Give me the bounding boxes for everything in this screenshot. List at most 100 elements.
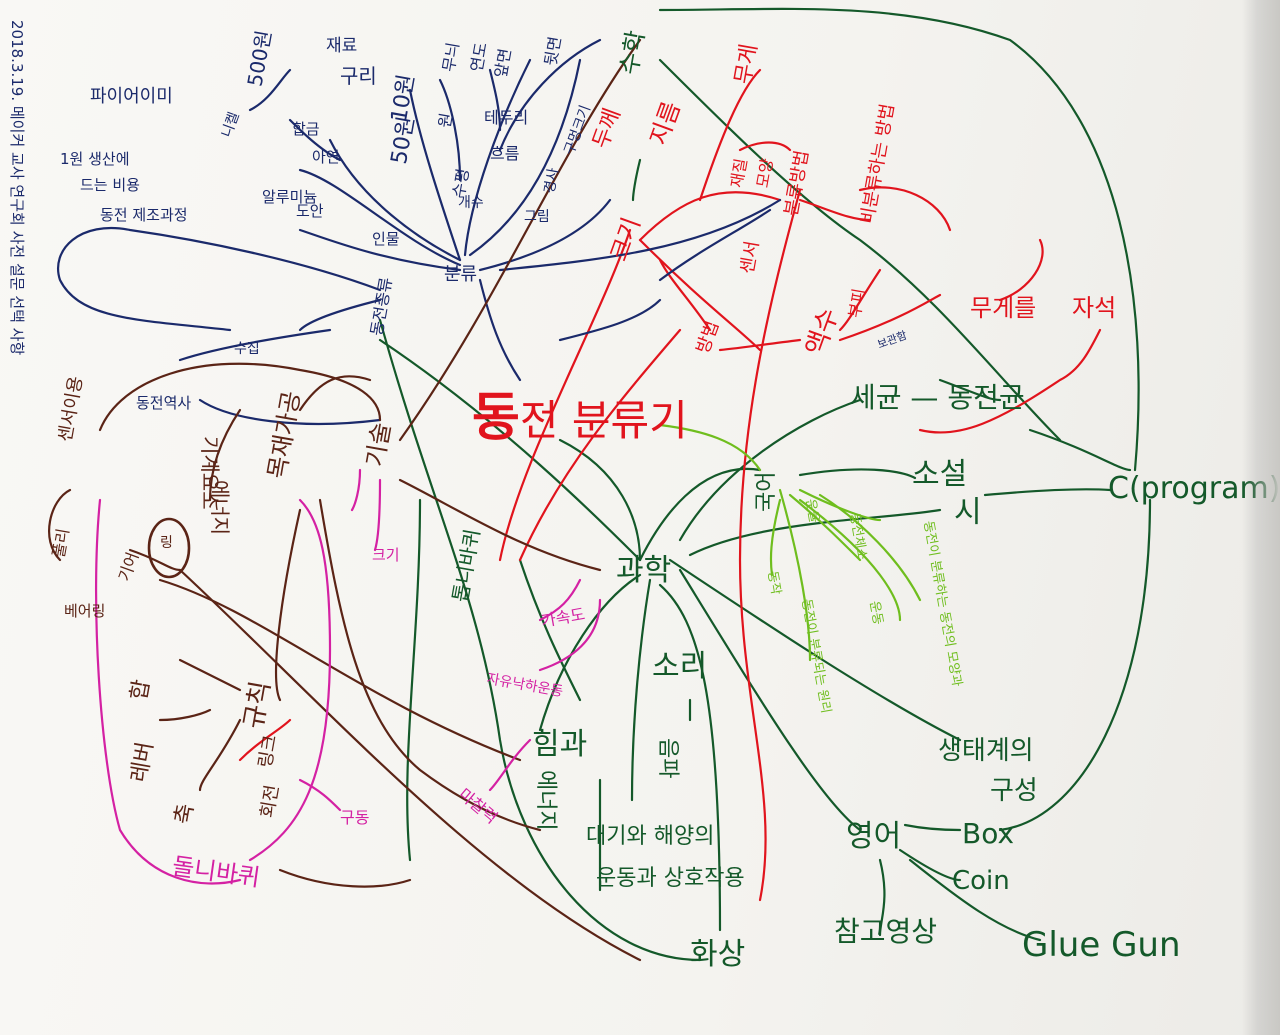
link-red [838, 268, 882, 332]
link-green [938, 378, 1002, 402]
link-red [918, 328, 1102, 434]
link-navy [408, 88, 462, 262]
link-red [738, 141, 792, 152]
node-c-program: C(program) [1108, 471, 1280, 506]
link-navy [298, 228, 462, 272]
link-pink [538, 578, 582, 622]
link-pink [373, 478, 382, 552]
node-science: 과학 [616, 553, 672, 588]
link-pink [94, 498, 242, 885]
highlight-circle [147, 517, 191, 579]
node-portrait: 인물 [372, 230, 400, 248]
node-hwasang: 화상 [690, 937, 746, 972]
link-lime [798, 488, 882, 522]
link-green [678, 398, 862, 542]
link-red [638, 191, 782, 242]
node-size2: 크기 [372, 546, 400, 564]
node-atmosphere-2: 운동과 상호작용 [596, 866, 745, 891]
node-coin: Coin [952, 866, 1010, 896]
link-lime [798, 498, 902, 622]
link-lime [769, 498, 782, 577]
node-flow: 흐름 [490, 144, 520, 163]
node-novel: 소설 [912, 457, 968, 492]
node-slope: 경사 [541, 166, 563, 195]
link-red [838, 293, 942, 342]
link-navy [178, 328, 332, 362]
node-rule: 규칙 [238, 678, 277, 732]
link-navy [438, 78, 462, 182]
link-green [898, 848, 962, 882]
link-brown [278, 868, 412, 888]
link-pink [488, 738, 532, 792]
node-alloy: 합금 [292, 120, 320, 138]
lime-note-1: 운율 [802, 497, 822, 524]
node-drive: 구동 [340, 808, 370, 827]
link-green [658, 7, 1140, 472]
node-copper: 구리 [340, 64, 377, 88]
node-collect: 수집 [234, 341, 260, 357]
node-force-energy-2: 에너지 [533, 770, 558, 831]
link-red [498, 228, 632, 562]
margin-note: 2018.3.19. 메이커 교사 연구회 사전 설문 선택 사항 [8, 20, 26, 356]
link-navy [298, 168, 462, 267]
node-korean: 국어 [754, 471, 779, 512]
node-aluminum: 알루미늄 [262, 188, 318, 206]
link-green [538, 573, 642, 732]
link-brown [398, 38, 642, 442]
link-navy [478, 198, 612, 272]
node-coin-history: 동전역사 [136, 394, 192, 412]
node-count: 개수 [458, 195, 484, 211]
link-green [1028, 428, 1132, 472]
node-magnet: 자석 [1072, 294, 1117, 322]
link-pink [350, 468, 362, 512]
link-pink [298, 778, 342, 812]
link-green [878, 858, 886, 937]
link-green [903, 823, 962, 832]
link-green [688, 508, 942, 557]
node-energy: 에너지 [208, 480, 232, 536]
link-green [630, 578, 652, 802]
link-green [558, 438, 642, 562]
link-navy [478, 278, 522, 382]
link-navy [57, 227, 382, 332]
link-lime [788, 493, 862, 562]
link-green [678, 568, 862, 832]
link-pink [538, 598, 602, 672]
link-brown [128, 548, 182, 572]
node-shaft: 축 [170, 801, 199, 827]
node-drawing: 그림 [524, 209, 550, 225]
node-poem: 시 [954, 495, 982, 530]
link-brown [398, 478, 602, 572]
link-green [668, 558, 962, 742]
node-mass-weight: 무게를 [970, 294, 1037, 322]
node-sort: 분류 [444, 264, 478, 285]
link-lime [818, 493, 922, 602]
link-green [983, 488, 1112, 497]
link-navy [463, 58, 532, 257]
link-navy [498, 198, 782, 272]
node-bearing: 베어링 [64, 602, 106, 620]
link-red [718, 338, 802, 352]
lime-note-3: 운동 [866, 599, 886, 626]
link-green [658, 58, 1062, 442]
link-pink [248, 498, 332, 862]
link-brown [198, 718, 242, 792]
node-bacteria: 세균 — 동전균 [850, 381, 1025, 414]
link-green [378, 338, 642, 562]
node-glue-gun: Glue Gun [1022, 925, 1181, 965]
node-note-1: 1원 생산에 [60, 150, 130, 168]
link-brown [178, 658, 242, 692]
link-green [798, 468, 917, 480]
node-design: 도안 [296, 202, 324, 220]
center-accent: 동 [472, 388, 520, 448]
node-tech: 기술 [360, 420, 397, 469]
link-brown [208, 408, 242, 502]
node-material2: 재료 [326, 36, 358, 56]
link-red [798, 198, 872, 222]
link-green [518, 558, 582, 702]
link-green [378, 318, 702, 962]
node-english: 영어 [846, 819, 902, 854]
link-green [406, 498, 422, 862]
node-sound: 소리 [652, 649, 708, 684]
